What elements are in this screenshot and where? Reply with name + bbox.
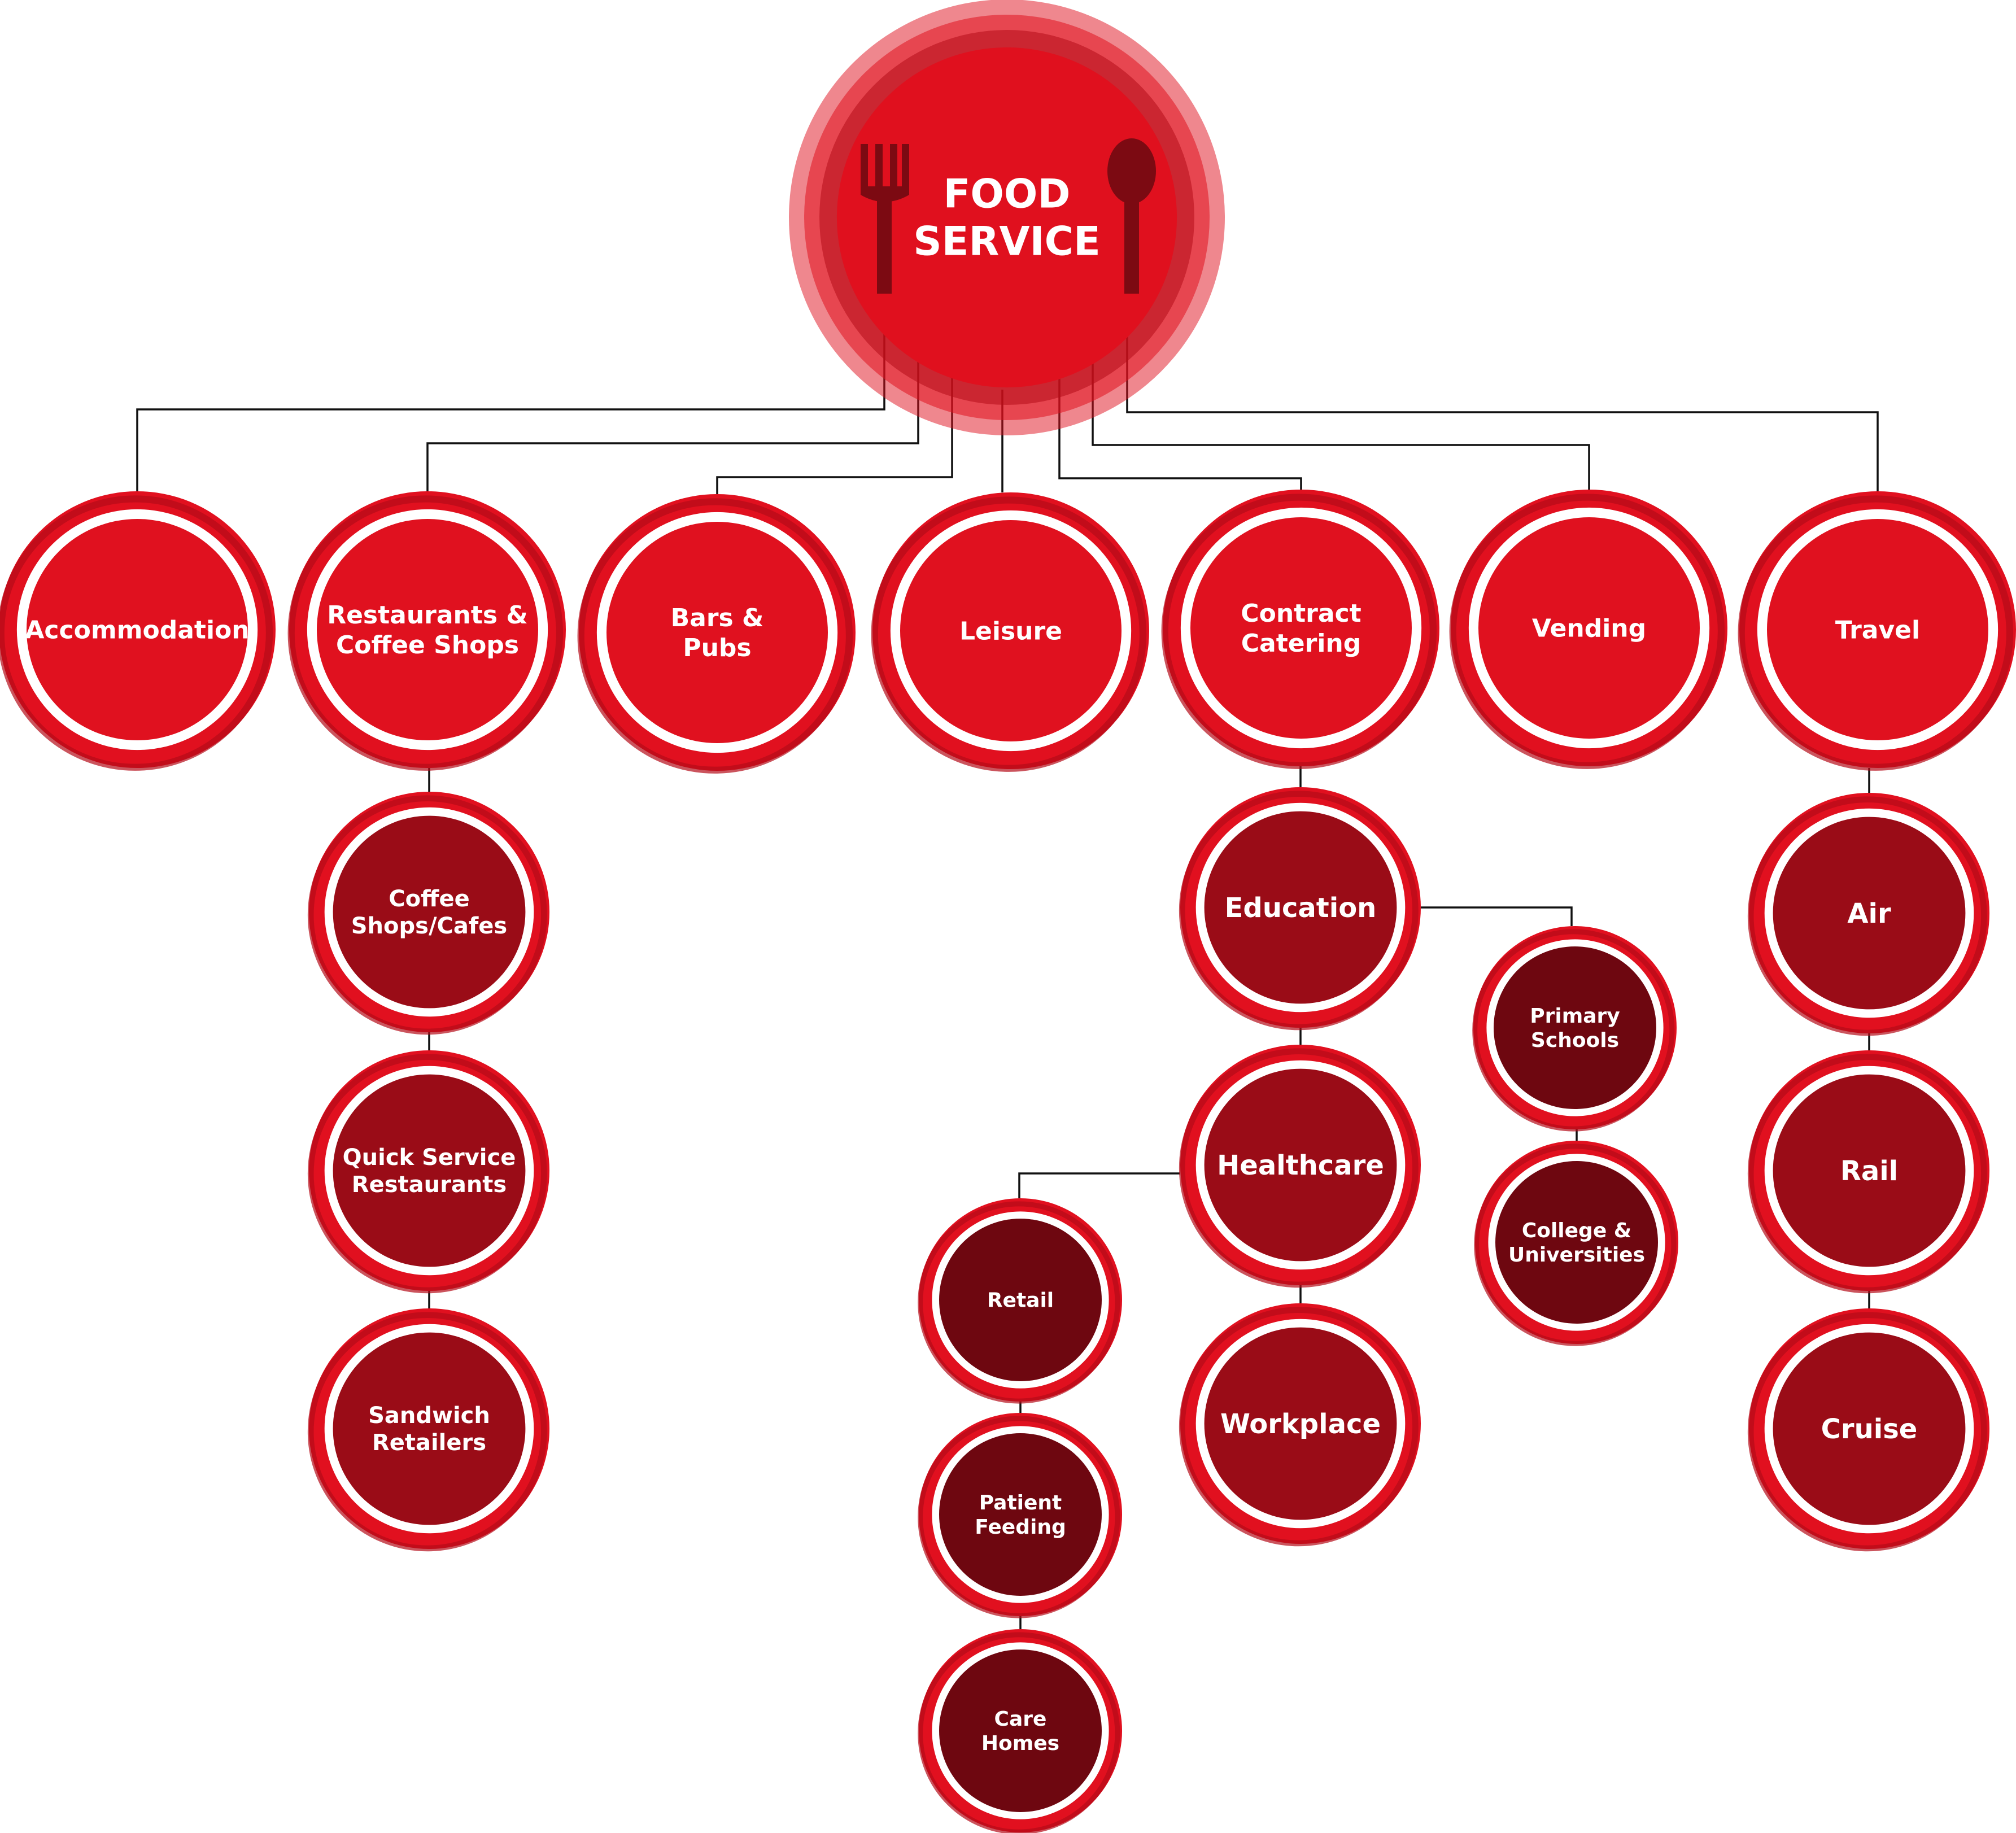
spoon-icon: [1107, 138, 1156, 294]
node-label: Retail: [987, 1289, 1054, 1312]
node-label: Coffee: [389, 886, 470, 912]
node-label: Cruise: [1821, 1413, 1918, 1445]
node-label: Schools: [1531, 1029, 1619, 1052]
node-label: College &: [1522, 1219, 1631, 1242]
leaf-node-college-universities: College &Universities: [1474, 1141, 1678, 1346]
subcategory-node-rail: Rail: [1747, 1050, 1989, 1294]
node-label: Care: [994, 1708, 1047, 1731]
node-label: Healthcare: [1217, 1150, 1384, 1181]
node-label: Coffee Shops: [336, 631, 519, 660]
node-label: Catering: [1241, 629, 1361, 658]
node-label: Vending: [1532, 614, 1646, 643]
node-label: Shops/Cafes: [351, 913, 508, 939]
connector-line: [136, 333, 885, 491]
node-label: Feeding: [975, 1516, 1066, 1539]
category-node-bars-pubs: Bars &Pubs: [577, 494, 856, 774]
node-label: Bars &: [671, 604, 764, 632]
subcategory-node-education: Education: [1179, 787, 1421, 1031]
node-label: Rail: [1840, 1155, 1898, 1187]
subcategory-node-air: Air: [1747, 793, 1989, 1036]
node-label: Education: [1225, 892, 1377, 924]
node-label: Retailers: [372, 1430, 486, 1456]
node-label: Sandwich: [368, 1403, 490, 1429]
leaf-node-retail: Retail: [918, 1198, 1122, 1404]
node-label: Restaurants: [352, 1172, 507, 1198]
node-label: Primary: [1530, 1005, 1620, 1028]
category-node-travel: Travel: [1738, 491, 2016, 771]
category-node-leisure: Leisure: [871, 492, 1149, 772]
subcategory-node-cruise: Cruise: [1747, 1308, 1989, 1552]
node-label: Leisure: [959, 617, 1062, 645]
node-label: SERVICE: [913, 219, 1101, 265]
node-label: Quick Service: [343, 1145, 516, 1171]
subcategory-node-healthcare: Healthcare: [1179, 1045, 1421, 1288]
node-label: Accommodation: [25, 616, 249, 644]
node-label: FOOD: [944, 171, 1071, 217]
subcategory-node-workplace: Workplace: [1179, 1303, 1421, 1547]
connector-line: [1018, 1172, 1180, 1198]
node-label: Patient: [979, 1491, 1062, 1515]
fork-icon: [861, 144, 909, 294]
node-label: Air: [1847, 898, 1891, 929]
node-label: Contract: [1241, 599, 1361, 628]
node-label: Restaurants &: [327, 601, 528, 630]
node-label: Pubs: [683, 634, 751, 662]
connector-line: [1126, 333, 1879, 491]
category-node-accommodation: Accommodation: [0, 491, 276, 771]
node-label: Travel: [1835, 616, 1920, 644]
node-label: Universities: [1508, 1243, 1645, 1267]
category-node-restaurants-coffee-shops: Restaurants &Coffee Shops: [287, 491, 566, 771]
node-label: Workplace: [1220, 1408, 1381, 1440]
connector-line: [1421, 906, 1573, 926]
node-label: Homes: [981, 1732, 1059, 1755]
category-node-vending: Vending: [1449, 490, 1727, 769]
